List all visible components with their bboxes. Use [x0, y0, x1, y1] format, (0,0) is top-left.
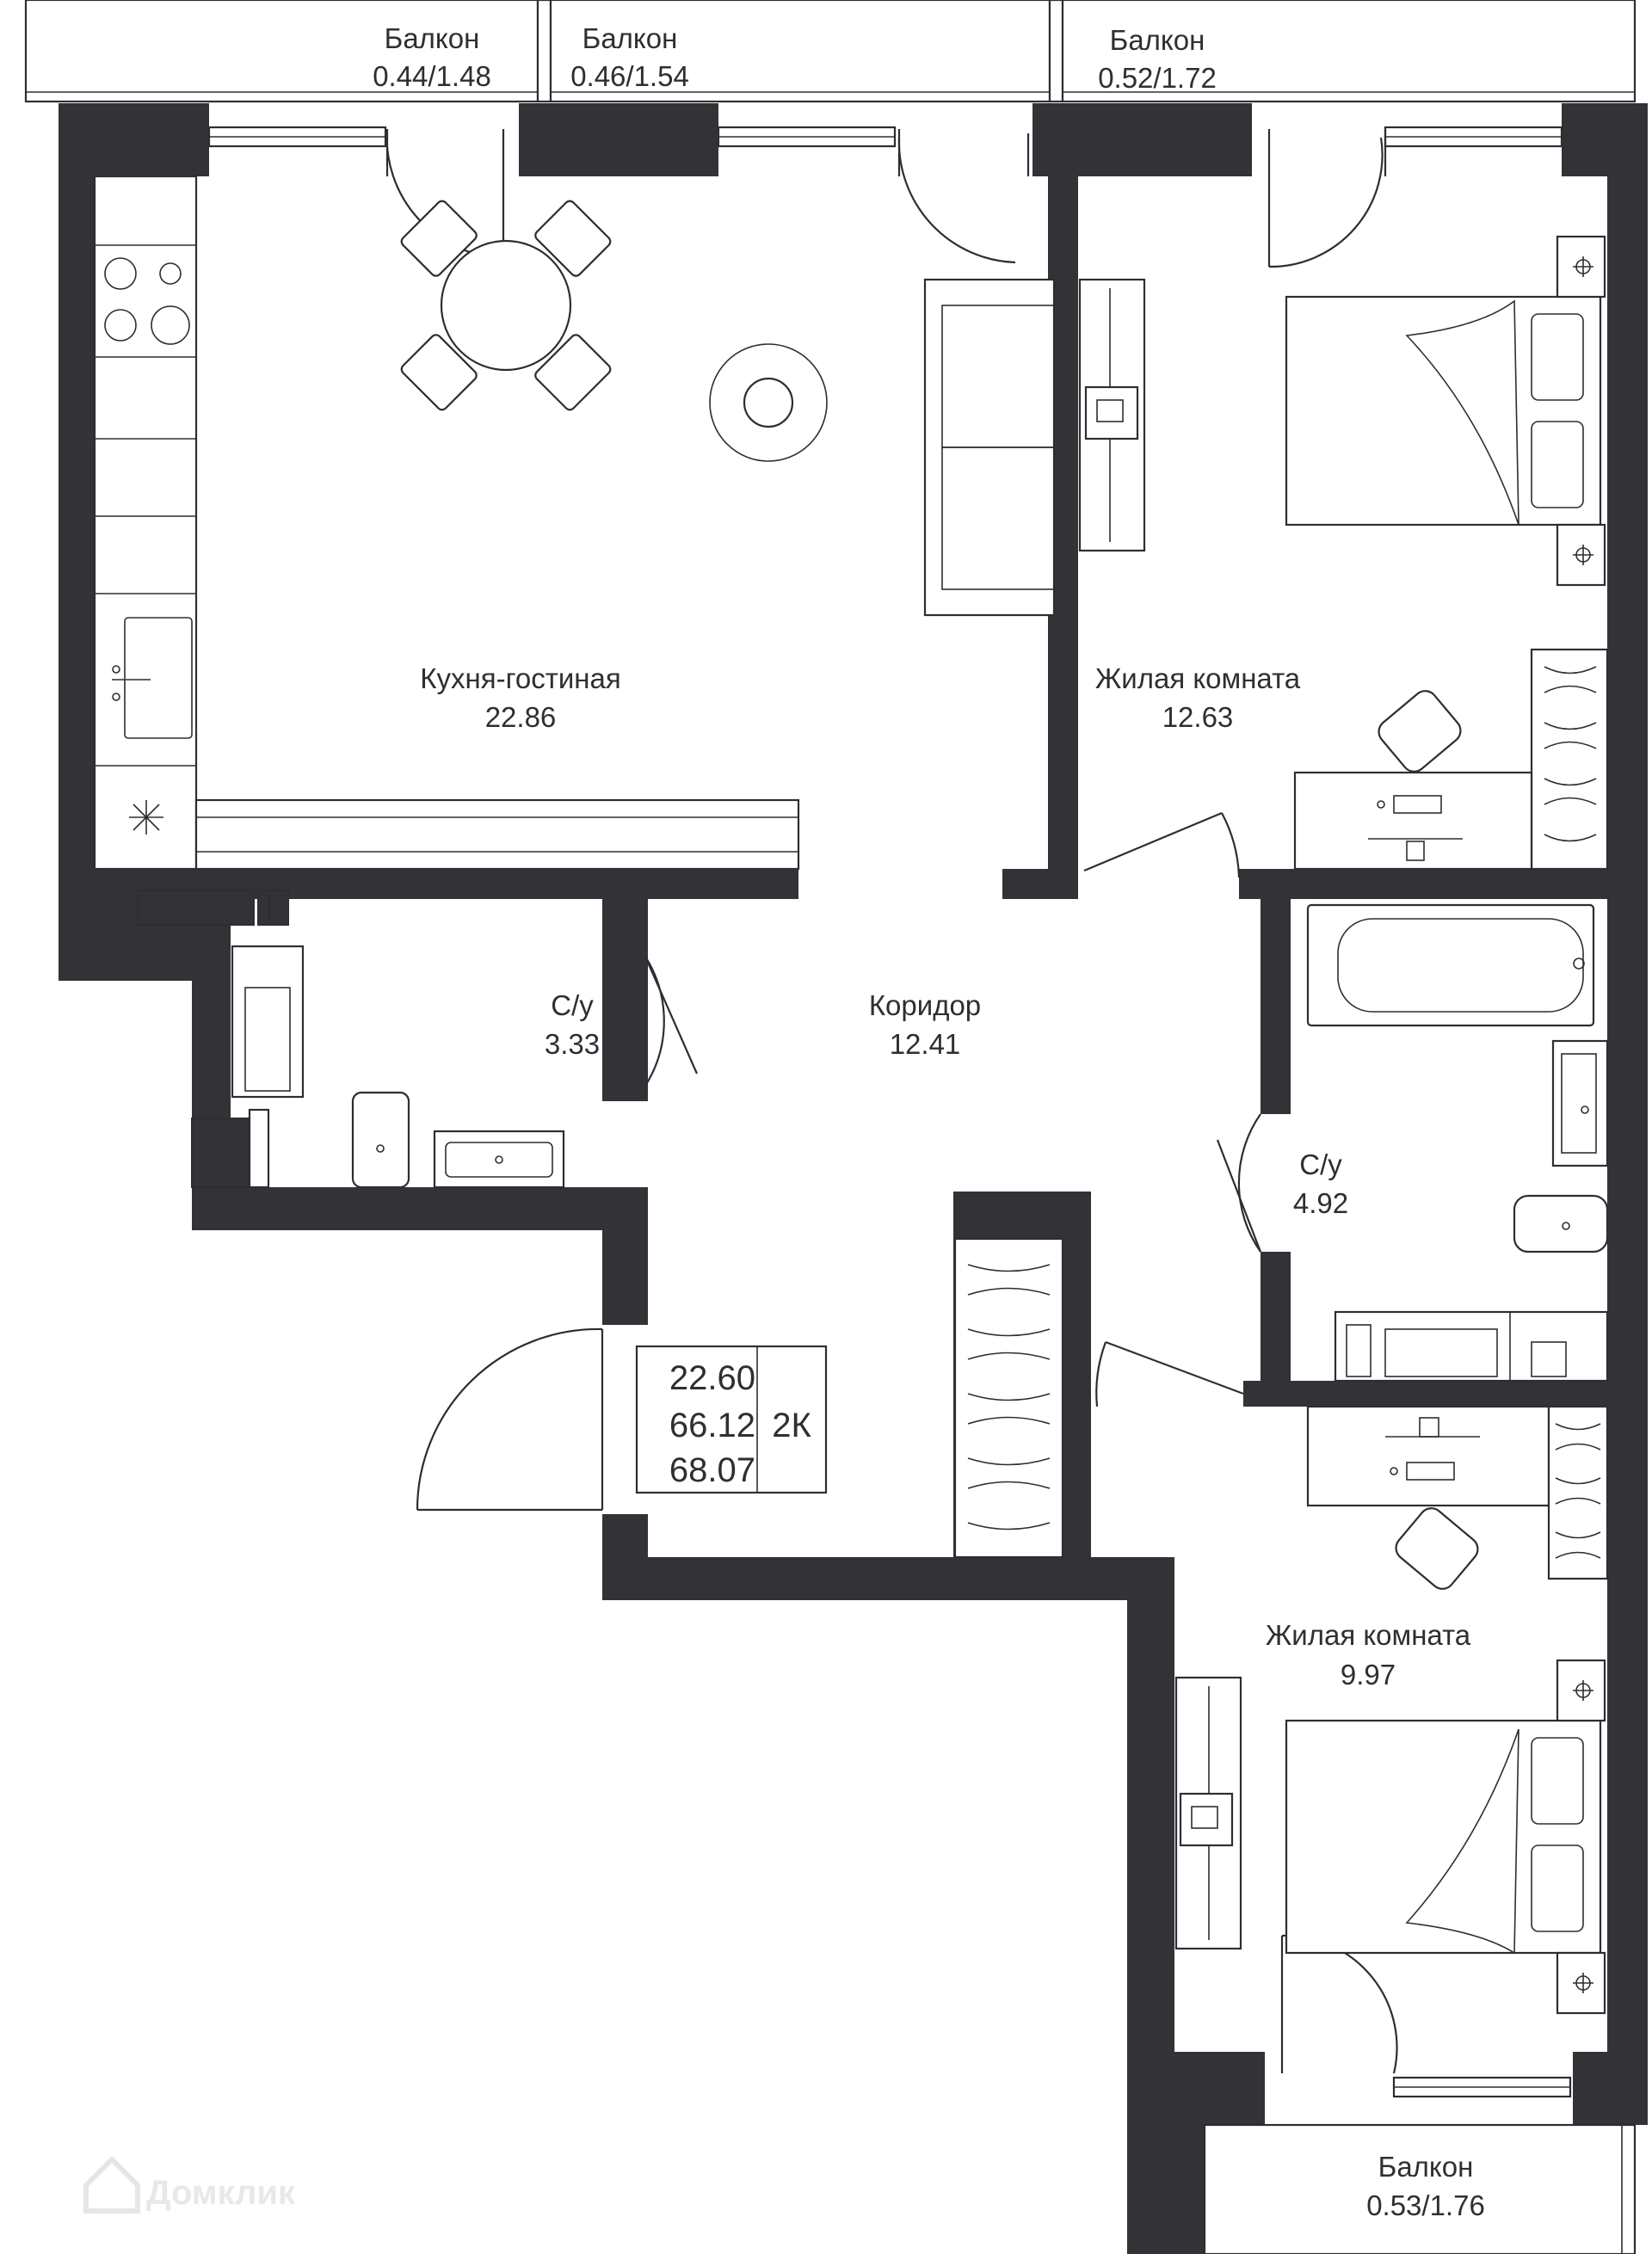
watermark-text: Домклик	[146, 2174, 296, 2212]
bed-1	[1285, 235, 1606, 587]
room-area-corridor: 12.41	[890, 1028, 961, 1060]
balcony-top-3-area: 0.52/1.72	[1098, 62, 1217, 94]
kitchen-unit	[93, 175, 800, 871]
extractor-icon	[129, 800, 163, 834]
balcony-top-2: Балкон 0.46/1.54	[549, 0, 1064, 103]
apartment-type: 2К	[772, 1407, 811, 1444]
room-label-corridor: Коридор	[869, 989, 981, 1021]
room-area-bathroom-1: 3.33	[545, 1028, 600, 1060]
balcony-top-3: Балкон 0.52/1.72	[1061, 0, 1637, 103]
bedroom-2-door	[1095, 1340, 1244, 1407]
room-area-bedroom-1: 12.63	[1162, 701, 1234, 733]
wardrobe-1	[1530, 648, 1609, 871]
room-area-bedroom-2: 9.97	[1341, 1659, 1396, 1690]
bathroom-1-fixtures	[231, 945, 699, 1189]
balcony-top-1: Балкон 0.44/1.48	[24, 0, 552, 103]
tv-stand-1	[1078, 278, 1146, 552]
desk-2	[1306, 1405, 1550, 1590]
sofa	[923, 278, 1056, 617]
round-rug	[709, 343, 828, 462]
wardrobe-corridor	[953, 1237, 1064, 1559]
balcony-top-1-label: Балкон	[385, 22, 480, 54]
area-summary: 22.60 66.12 68.07 2К	[635, 1345, 828, 1494]
house-logo-icon	[83, 2155, 140, 2214]
dining-table	[400, 200, 612, 411]
walls	[59, 103, 1648, 2254]
room-labels: Кухня-гостиная 22.86 Жилая комната 12.63…	[420, 662, 1471, 1690]
bedroom-1-door	[1083, 811, 1241, 878]
balcony-top-2-area: 0.46/1.54	[570, 60, 689, 92]
watermark: Домклик	[83, 2155, 296, 2214]
balcony-bottom: Балкон 0.53/1.76	[1203, 2123, 1637, 2254]
balcony-bottom-area: 0.53/1.76	[1366, 2189, 1485, 2221]
room-label-bedroom-2: Жилая комната	[1266, 1619, 1471, 1651]
living-area-value: 22.60	[669, 1359, 755, 1397]
balcony-doors	[385, 128, 1398, 2074]
bed-2	[1285, 1659, 1606, 2015]
balcony-top-3-label: Балкон	[1110, 24, 1205, 56]
tv-stand-2	[1174, 1676, 1242, 1950]
room-label-bathroom-2: С/у	[1299, 1149, 1342, 1180]
entrance-door	[416, 1327, 604, 1512]
balcony-bottom-label: Балкон	[1378, 2151, 1474, 2183]
balcony-top-1-area: 0.44/1.48	[373, 60, 491, 92]
bathroom-2-fixtures	[1216, 903, 1609, 1383]
room-area-bathroom-2: 4.92	[1293, 1187, 1348, 1219]
room-label-kitchen-living: Кухня-гостиная	[420, 662, 620, 694]
wardrobe-2	[1547, 1405, 1609, 1580]
room-area-kitchen-living: 22.86	[485, 701, 557, 733]
total-area-value: 66.12	[669, 1407, 755, 1444]
room-label-bedroom-1: Жилая комната	[1095, 662, 1301, 694]
room-label-bathroom-1: С/у	[551, 989, 594, 1021]
desk-1	[1293, 690, 1533, 871]
balcony-top-2-label: Балкон	[583, 22, 678, 54]
total-with-balconies-value: 68.07	[669, 1451, 755, 1489]
